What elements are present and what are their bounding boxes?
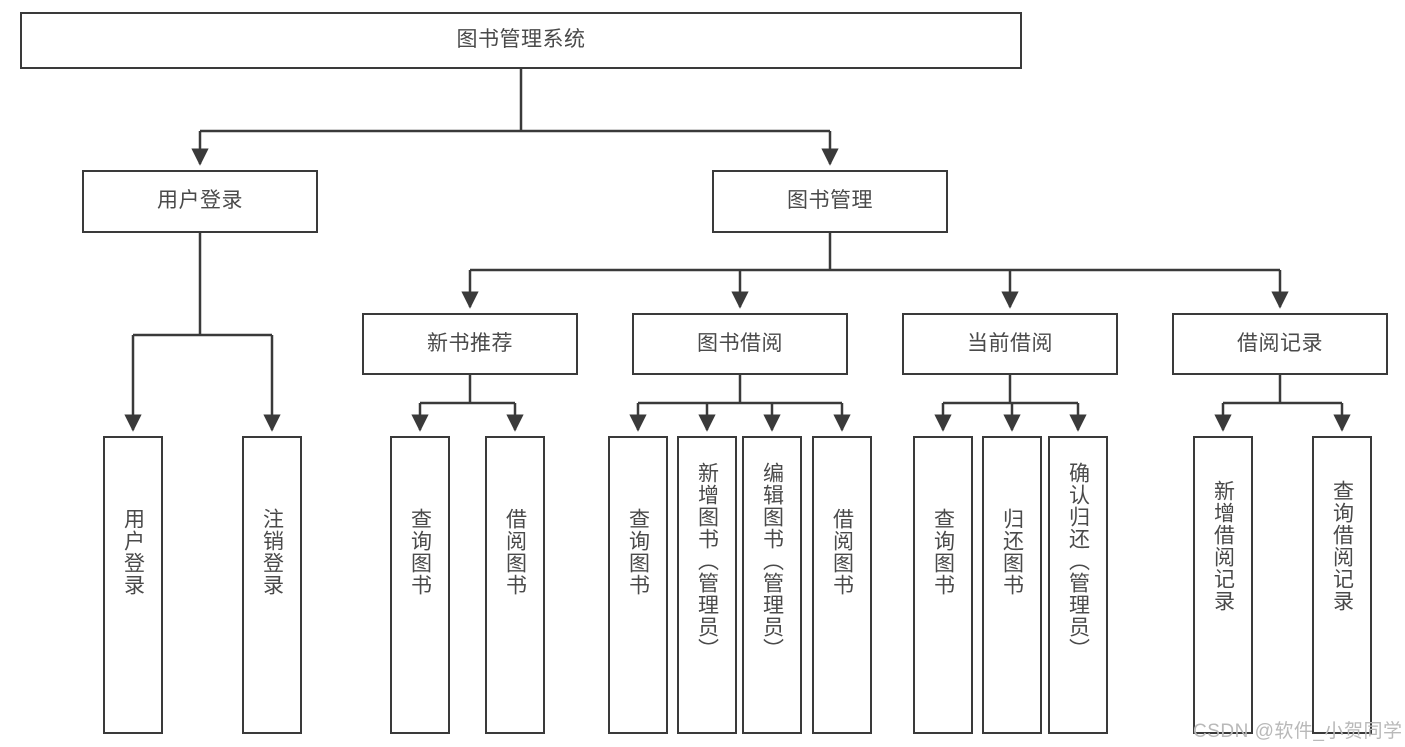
leaf-query-book-recommend[interactable]: 查询图书 xyxy=(390,436,450,734)
node-label: 借阅图书 xyxy=(503,508,527,596)
node-label: 当前借阅 xyxy=(967,331,1053,355)
node-borrow-record[interactable]: 借阅记录 xyxy=(1172,313,1388,375)
leaf-edit-book-admin[interactable]: 编辑图书（管理员） xyxy=(742,436,802,734)
node-root-book-management-system[interactable]: 图书管理系统 xyxy=(20,12,1022,69)
node-label: 编辑图书（管理员） xyxy=(760,462,784,660)
node-current-borrow[interactable]: 当前借阅 xyxy=(902,313,1118,375)
node-label: 图书管理系统 xyxy=(456,28,586,52)
node-label: 新增图书（管理员） xyxy=(695,462,719,660)
node-label: 查询借阅记录 xyxy=(1330,480,1354,612)
node-label: 图书借阅 xyxy=(697,331,783,355)
leaf-add-book-admin[interactable]: 新增图书（管理员） xyxy=(677,436,737,734)
leaf-logout-login[interactable]: 注销登录 xyxy=(242,436,302,734)
node-new-book-recommend[interactable]: 新书推荐 xyxy=(362,313,578,375)
leaf-query-book-current[interactable]: 查询图书 xyxy=(913,436,973,734)
node-label: 查询图书 xyxy=(408,508,432,596)
node-label: 查询图书 xyxy=(931,508,955,596)
node-label: 借阅记录 xyxy=(1237,331,1323,355)
node-label: 确认归还（管理员） xyxy=(1066,462,1090,660)
node-book-borrow[interactable]: 图书借阅 xyxy=(632,313,848,375)
node-label: 用户登录 xyxy=(157,189,243,213)
leaf-query-borrow-record[interactable]: 查询借阅记录 xyxy=(1312,436,1372,734)
leaf-user-login[interactable]: 用户登录 xyxy=(103,436,163,734)
csdn-watermark: CSDN @软件_小贺同学 xyxy=(1193,721,1403,742)
node-label: 借阅图书 xyxy=(830,508,854,596)
node-label: 归还图书 xyxy=(1000,508,1024,596)
leaf-add-borrow-record[interactable]: 新增借阅记录 xyxy=(1193,436,1253,734)
node-book-management[interactable]: 图书管理 xyxy=(712,170,948,233)
leaf-borrow-book[interactable]: 借阅图书 xyxy=(812,436,872,734)
leaf-borrow-book-recommend[interactable]: 借阅图书 xyxy=(485,436,545,734)
node-label: 新书推荐 xyxy=(427,331,513,355)
node-label: 新增借阅记录 xyxy=(1211,480,1235,612)
node-label: 图书管理 xyxy=(787,189,873,213)
leaf-query-book-borrow[interactable]: 查询图书 xyxy=(608,436,668,734)
node-label: 用户登录 xyxy=(121,508,145,596)
node-label: 注销登录 xyxy=(260,508,284,596)
node-user-login[interactable]: 用户登录 xyxy=(82,170,318,233)
node-label: 查询图书 xyxy=(626,508,650,596)
leaf-confirm-return-admin[interactable]: 确认归还（管理员） xyxy=(1048,436,1108,734)
leaf-return-book[interactable]: 归还图书 xyxy=(982,436,1042,734)
